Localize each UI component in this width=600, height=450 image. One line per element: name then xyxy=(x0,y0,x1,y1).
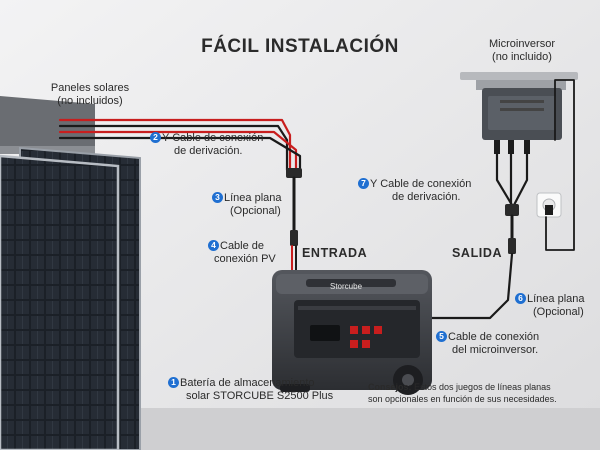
y-connector-2 xyxy=(505,204,519,216)
cable-to-battery xyxy=(430,252,514,320)
callout-number: 7 xyxy=(358,178,369,189)
callout-5-line2: del microinversor. xyxy=(452,344,539,356)
solar-panel-front xyxy=(0,154,120,450)
battery-display xyxy=(310,325,340,341)
battery-port xyxy=(350,326,358,334)
tip-line2: son opcionales en función de sus necesid… xyxy=(368,394,557,404)
callout-2-line2: de derivación. xyxy=(174,145,243,157)
battery-unit xyxy=(272,270,432,395)
microinverter-fin xyxy=(500,100,544,103)
battery-port xyxy=(362,340,370,348)
inline-connector xyxy=(290,230,298,246)
battery-port xyxy=(374,326,382,334)
callout-number: 3 xyxy=(212,192,223,203)
microinverter-label: Microinversor (no incluido) xyxy=(462,38,582,64)
battery-port xyxy=(350,340,358,348)
callout-2-line1: Y Cable de conexión xyxy=(162,132,264,144)
cable-pv-red-2 xyxy=(58,130,298,172)
cable-mi-1 xyxy=(495,152,514,207)
roof xyxy=(0,96,95,150)
microinverter-label-line2: (no incluido) xyxy=(492,51,552,63)
cable-pv-black xyxy=(58,124,289,172)
callout-number: 4 xyxy=(208,240,219,251)
battery-wheel-hub xyxy=(402,374,414,386)
callout-1-line1: Batería de almacenamiento xyxy=(180,377,315,389)
output-label: SALIDA xyxy=(452,246,503,260)
battery-handle xyxy=(306,279,396,287)
inline-connector-2 xyxy=(508,238,516,254)
callout-number: 1 xyxy=(168,377,179,388)
callout-6-line1: Línea plana xyxy=(527,293,585,305)
solar-panels-label-line2: (no incluidos) xyxy=(57,95,123,107)
callout-1-line2: solar STORCUBE S2500 Plus xyxy=(186,390,334,402)
callout-number: 2 xyxy=(150,132,161,143)
brand-logo: Storcube xyxy=(330,282,363,291)
cable-mi-3 xyxy=(512,152,529,207)
tip-note: Consejos: Estos dos juegos de líneas pla… xyxy=(368,381,598,405)
y-connector xyxy=(286,168,302,178)
mount-bracket xyxy=(476,80,566,90)
connector xyxy=(494,140,500,154)
solar-panels-label-line1: Paneles solares xyxy=(50,82,130,94)
cables xyxy=(58,79,575,320)
battery-port xyxy=(362,326,370,334)
page-title: FÁCIL INSTALACIÓN xyxy=(201,36,399,57)
cable-pv-black-2 xyxy=(58,136,302,172)
input-label: ENTRADA xyxy=(302,246,368,260)
callout-5-line1: Cable de conexión xyxy=(448,331,540,343)
solar-panels xyxy=(0,146,141,450)
callout-4-line2: conexión PV xyxy=(214,253,276,265)
microinverter xyxy=(460,72,578,154)
tip-line1: Estos dos juegos de líneas planas xyxy=(414,382,551,392)
callout-4-line1: Cable de xyxy=(220,240,265,252)
cable-pv-red xyxy=(58,118,292,172)
battery-vent xyxy=(298,306,416,310)
callout-7-line2: de derivación. xyxy=(392,191,461,203)
microinverter-label-line1: Microinversor xyxy=(488,38,555,50)
microinverter-fin xyxy=(500,108,544,111)
wall-socket xyxy=(536,192,562,218)
cable-ac xyxy=(545,79,575,251)
tip-label: Consejos: xyxy=(368,382,412,392)
microinverter-face xyxy=(488,96,556,130)
callout-number: 6 xyxy=(515,293,526,304)
connector xyxy=(508,140,514,154)
solar-panels-label: Paneles solares (no incluidos) xyxy=(30,82,150,108)
callout-6-line2: (Opcional) xyxy=(533,306,584,318)
battery-foot xyxy=(280,384,310,392)
mount-plate xyxy=(460,72,578,80)
callout-3-line1: Línea plana xyxy=(224,192,282,204)
callout-number: 5 xyxy=(436,331,447,342)
callout-7-line1: Y Cable de conexión xyxy=(370,178,472,190)
connector xyxy=(524,140,530,154)
callout-3-line2: (Opcional) xyxy=(230,205,281,217)
